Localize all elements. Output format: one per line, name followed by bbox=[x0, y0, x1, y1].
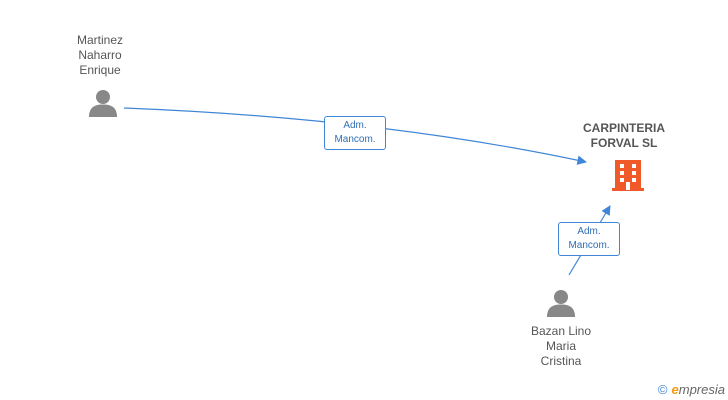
edge-label-1: Adm. Mancom. bbox=[324, 116, 386, 150]
person-icon[interactable] bbox=[546, 288, 576, 318]
empresia-logo: ©empresia bbox=[658, 382, 725, 397]
person-label-2[interactable]: Bazan Lino Maria Cristina bbox=[530, 324, 592, 368]
brand-name: mpresia bbox=[678, 382, 725, 397]
copyright-symbol: © bbox=[657, 382, 668, 397]
person-icon[interactable] bbox=[88, 88, 118, 118]
brand-initial: e bbox=[671, 382, 679, 397]
person-label-1[interactable]: Martinez Naharro Enrique bbox=[76, 33, 123, 77]
building-icon[interactable] bbox=[612, 158, 644, 192]
edge-label-2: Adm. Mancom. bbox=[558, 222, 620, 256]
company-label[interactable]: CARPINTERIA FORVAL SL bbox=[582, 121, 665, 150]
